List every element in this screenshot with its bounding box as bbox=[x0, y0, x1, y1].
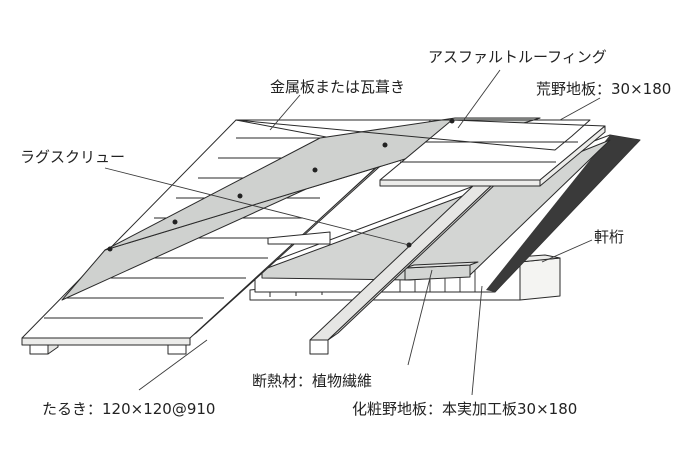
leader-lines bbox=[104, 69, 601, 396]
label-ceiling-board: 化粧野地板：本実加工板30×180 bbox=[352, 400, 577, 418]
label-asphalt-roofing: アスファルトルーフィング bbox=[428, 48, 607, 66]
roofing-boards bbox=[235, 119, 606, 187]
label-eave-beam: 軒桁 bbox=[594, 228, 624, 246]
lag-screws bbox=[107, 118, 455, 252]
label-lag-screw: ラグスクリュー bbox=[20, 148, 125, 166]
label-roofing: 金属板または瓦葺き bbox=[270, 78, 405, 96]
label-rafter: たるき：120×120@910 bbox=[42, 400, 215, 418]
label-insulation: 断熱材：植物繊維 bbox=[252, 372, 372, 390]
label-sheathing: 荒野地板：30×180 bbox=[536, 80, 671, 98]
